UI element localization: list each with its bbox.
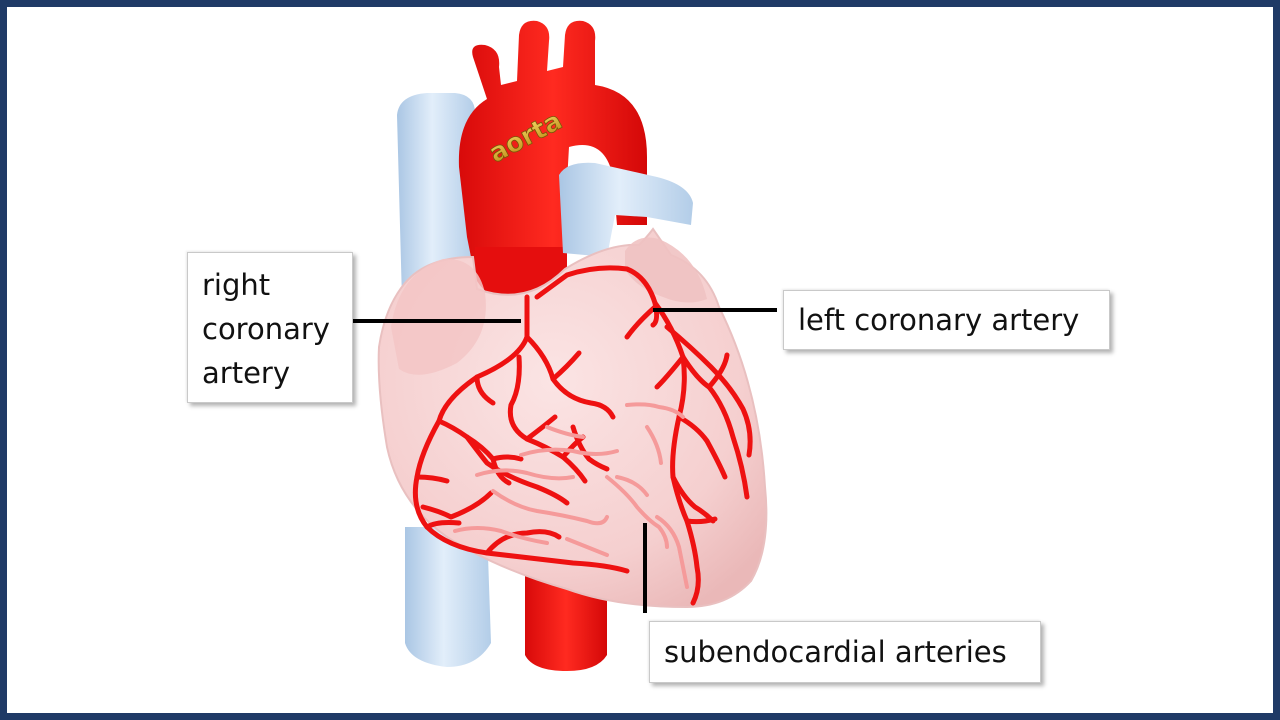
pulmonary-artery (559, 162, 693, 257)
label-subendocardial-arteries: subendocardial arteries (649, 621, 1041, 683)
subendocardial-vessels (453, 402, 689, 589)
heart-diagram: aorta (349, 20, 777, 671)
label-text: subendocardial arteries (664, 635, 1007, 669)
coronary-arteries (412, 265, 753, 606)
label-line: right (202, 268, 271, 302)
right-atrium (391, 258, 486, 375)
label-line: artery (202, 356, 290, 390)
label-left-coronary-artery: left coronary artery (783, 290, 1110, 350)
inferior-vena-cava (405, 527, 491, 667)
label-line: coronary (202, 312, 330, 346)
label-text: left coronary artery (798, 303, 1080, 337)
label-right-coronary-artery: right coronary artery (187, 252, 353, 403)
